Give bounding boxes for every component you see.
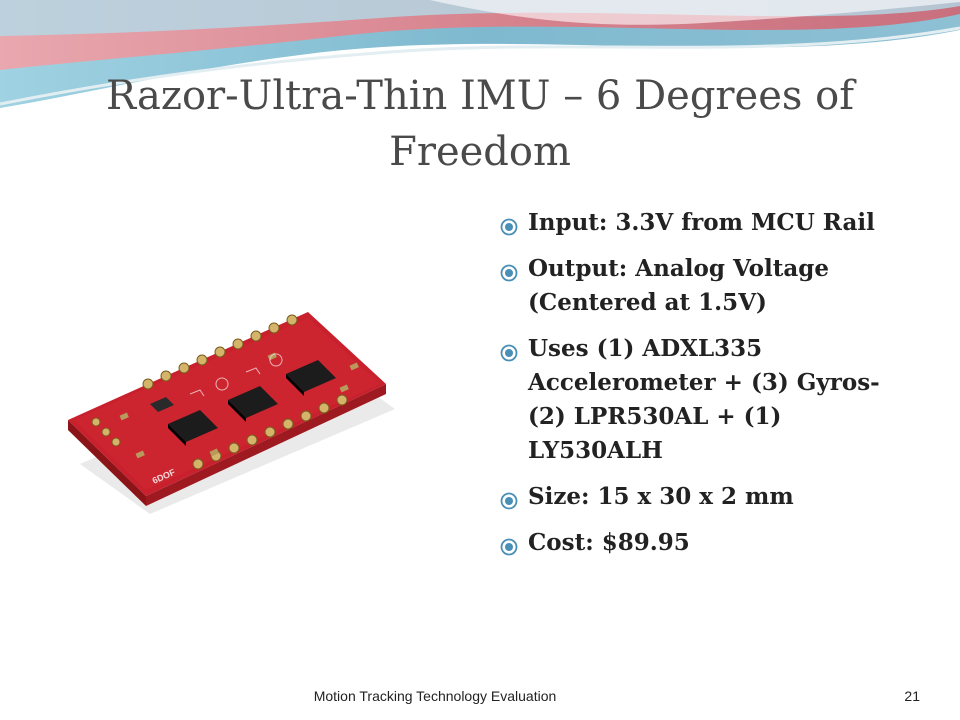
bullet-text: Cost: $89.95 xyxy=(528,529,690,556)
bullet-text: Size: 15 x 30 x 2 mm xyxy=(528,483,794,510)
bullet-target-icon xyxy=(500,344,518,362)
bullet-text: Output: Analog Voltage (Centered at 1.5V… xyxy=(528,255,829,316)
bullet-item-size: Size: 15 x 30 x 2 mm xyxy=(500,480,900,514)
bullet-item-output: Output: Analog Voltage (Centered at 1.5V… xyxy=(500,252,900,320)
bullet-text: Input: 3.3V from MCU Rail xyxy=(528,209,875,236)
bullet-target-icon xyxy=(500,492,518,510)
bullet-list: Input: 3.3V from MCU Rail Output: Analog… xyxy=(500,206,900,572)
bullet-item-input: Input: 3.3V from MCU Rail xyxy=(500,206,900,240)
imu-board-photo: 6DOF xyxy=(50,214,418,584)
footer-title: Motion Tracking Technology Evaluation xyxy=(313,688,557,704)
bullet-target-icon xyxy=(500,538,518,556)
bullet-target-icon xyxy=(500,218,518,236)
bullet-item-cost: Cost: $89.95 xyxy=(500,526,900,560)
bullet-text: Uses (1) ADXL335 Accelerometer + (3) Gyr… xyxy=(528,335,880,464)
bullet-item-uses: Uses (1) ADXL335 Accelerometer + (3) Gyr… xyxy=(500,332,900,468)
bullet-target-icon xyxy=(500,264,518,282)
header-wave-decoration xyxy=(0,0,960,108)
slide-number: 21 xyxy=(904,688,920,704)
slide-title: Razor-Ultra-Thin IMU – 6 Degrees of Free… xyxy=(105,73,855,175)
